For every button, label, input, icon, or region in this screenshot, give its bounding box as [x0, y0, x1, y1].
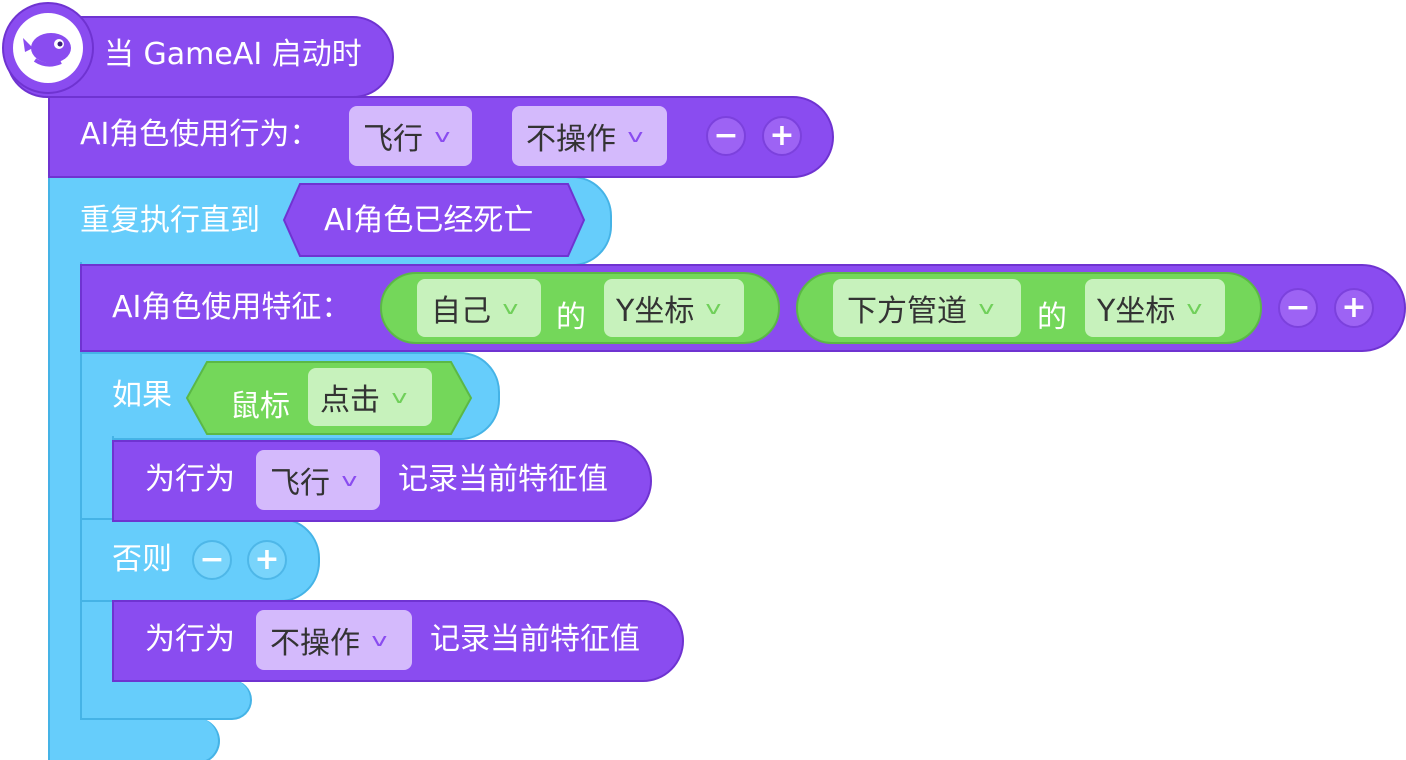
- record-2-suffix: 记录当前特征值: [430, 622, 640, 657]
- feature-1-property-dropdown[interactable]: Y坐标 v: [604, 279, 744, 337]
- chevron-down-icon: v: [391, 386, 408, 408]
- hat-label: 当 GameAI 启动时: [104, 37, 362, 72]
- record-feature-block-1[interactable]: [112, 440, 652, 522]
- feature-2-target-value: 下方管道: [847, 294, 967, 329]
- if-label: 如果: [112, 378, 172, 413]
- feature-1-target-value: 自己: [431, 294, 491, 329]
- record-2-behavior-dropdown[interactable]: 不操作 v: [256, 610, 412, 670]
- ai-behavior-label: AI角色使用行为：: [80, 117, 320, 152]
- repeat-block-arm: [48, 262, 82, 742]
- whale-mascot-icon: [13, 13, 83, 83]
- chevron-down-icon: v: [1186, 297, 1203, 319]
- chevron-down-icon: v: [341, 469, 358, 491]
- remove-behavior-button[interactable]: −: [706, 116, 746, 156]
- repeat-block-bottom: [48, 718, 220, 760]
- else-label: 否则: [112, 542, 172, 577]
- repeat-condition-slot[interactable]: [282, 182, 588, 258]
- feature-2-property-value: Y坐标: [1097, 294, 1176, 329]
- feature-2-of-label: 的: [1037, 300, 1067, 335]
- chevron-down-icon: v: [978, 297, 995, 319]
- feature-2-target-dropdown[interactable]: 下方管道 v: [833, 279, 1021, 337]
- if-condition-subject: 鼠标: [230, 389, 290, 424]
- chevron-down-icon: v: [371, 629, 388, 651]
- record-2-behavior-value: 不操作: [270, 626, 360, 661]
- add-feature-button[interactable]: +: [1334, 288, 1374, 328]
- repeat-condition-text: AI角色已经死亡: [324, 203, 534, 238]
- remove-feature-button[interactable]: −: [1278, 288, 1318, 328]
- record-2-prefix: 为行为: [145, 622, 235, 657]
- chevron-down-icon: v: [434, 125, 451, 147]
- if-block-bottom: [80, 680, 252, 720]
- behavior-dropdown-2[interactable]: 不操作 v: [512, 106, 667, 166]
- behavior-dropdown-2-value: 不操作: [526, 122, 616, 157]
- repeat-until-label: 重复执行直到: [80, 203, 260, 238]
- hat-icon-badge: [2, 2, 94, 94]
- chevron-down-icon: v: [705, 297, 722, 319]
- record-1-behavior-dropdown[interactable]: 飞行 v: [256, 450, 380, 510]
- if-condition-event-value: 点击: [320, 383, 380, 418]
- chevron-down-icon: v: [502, 297, 519, 319]
- add-else-button[interactable]: +: [247, 540, 287, 580]
- feature-1-target-dropdown[interactable]: 自己 v: [417, 279, 541, 337]
- record-1-behavior-value: 飞行: [270, 466, 330, 501]
- add-behavior-button[interactable]: +: [762, 116, 802, 156]
- if-condition-event-dropdown[interactable]: 点击 v: [308, 368, 432, 426]
- feature-1-of-label: 的: [556, 300, 586, 335]
- behavior-dropdown-1-value: 飞行: [363, 122, 423, 157]
- feature-2-property-dropdown[interactable]: Y坐标 v: [1085, 279, 1225, 337]
- behavior-dropdown-1[interactable]: 飞行 v: [349, 106, 472, 166]
- record-1-prefix: 为行为: [145, 462, 235, 497]
- feature-1-property-value: Y坐标: [616, 294, 695, 329]
- chevron-down-icon: v: [627, 125, 644, 147]
- remove-else-button[interactable]: −: [192, 540, 232, 580]
- record-1-suffix: 记录当前特征值: [398, 462, 608, 497]
- ai-features-label: AI角色使用特征：: [112, 290, 352, 325]
